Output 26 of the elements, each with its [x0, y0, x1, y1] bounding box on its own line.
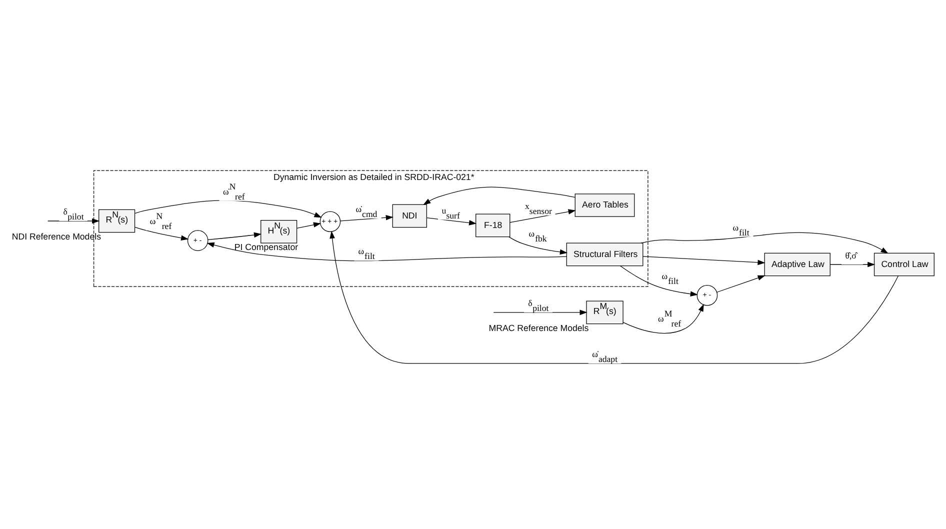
arrow	[508, 236, 568, 255]
node-box: Control Law	[874, 252, 934, 276]
node-box: NDI	[392, 204, 427, 228]
edge-label: θ̂,σ̂	[845, 250, 856, 261]
arrow	[340, 214, 394, 222]
arrow	[426, 218, 477, 226]
node-box: Adaptive Law	[764, 252, 830, 276]
arrow	[423, 186, 576, 205]
node-label: NDI Reference Models	[12, 231, 101, 242]
arrow	[830, 262, 876, 268]
node-label: PI Compensator	[234, 242, 298, 252]
node-label: MRAC Reference Models	[488, 322, 589, 333]
arrow	[642, 256, 766, 266]
arrow	[620, 266, 698, 296]
arrow	[48, 218, 100, 224]
arrow	[716, 275, 766, 293]
arrow	[640, 232, 888, 254]
arrow	[622, 304, 704, 334]
arrow	[296, 222, 322, 228]
arrow	[510, 209, 576, 223]
node-box: F-18	[476, 214, 510, 238]
arrow	[134, 226, 189, 241]
node-box: Structural Filters	[566, 242, 644, 266]
node-box: Aero Tables	[574, 194, 635, 217]
arrow	[208, 232, 262, 240]
arrow	[134, 200, 322, 218]
